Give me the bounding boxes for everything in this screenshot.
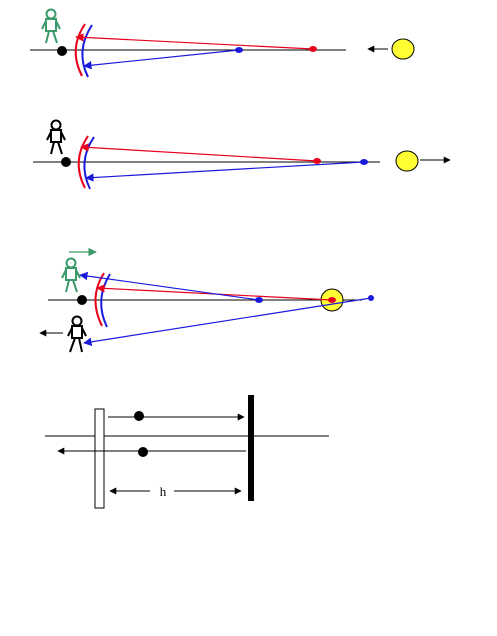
blue-mirror	[81, 24, 93, 78]
stick-figure-icon	[61, 257, 81, 293]
blue-mirror	[83, 136, 95, 190]
distance-label: h	[160, 484, 167, 499]
red-ray	[80, 143, 318, 162]
red-mirror	[94, 272, 105, 327]
eye-dot	[77, 295, 87, 305]
blue-ray-upper	[79, 271, 260, 301]
red-ray	[75, 33, 314, 50]
red-mirror	[74, 23, 86, 77]
red-focal-point	[313, 158, 321, 164]
blue-focal-point	[255, 297, 263, 303]
blue-focal-point	[360, 159, 368, 165]
eye-dot	[61, 157, 71, 167]
source-plate	[94, 408, 105, 509]
eye-dot	[57, 46, 67, 56]
blue-ray-lower	[83, 297, 372, 346]
red-mirror	[77, 135, 89, 189]
stick-figure-icon	[41, 8, 61, 44]
upper-particle	[134, 411, 144, 421]
sun-icon	[395, 150, 419, 172]
panel-4: h	[45, 395, 329, 509]
panel-2	[33, 119, 451, 190]
red-focal-point	[328, 297, 336, 303]
stick-figure-icon	[67, 315, 87, 353]
stick-figure-icon	[46, 119, 66, 155]
lower-particle	[138, 447, 148, 457]
blue-focal-point-far	[368, 295, 374, 301]
sun-icon	[391, 38, 415, 60]
blue-ray	[83, 49, 240, 70]
blue-ray	[85, 161, 365, 182]
panel-3	[39, 247, 374, 353]
panel-1	[30, 8, 415, 78]
blue-focal-point	[235, 47, 243, 53]
red-focal-point	[309, 46, 317, 52]
